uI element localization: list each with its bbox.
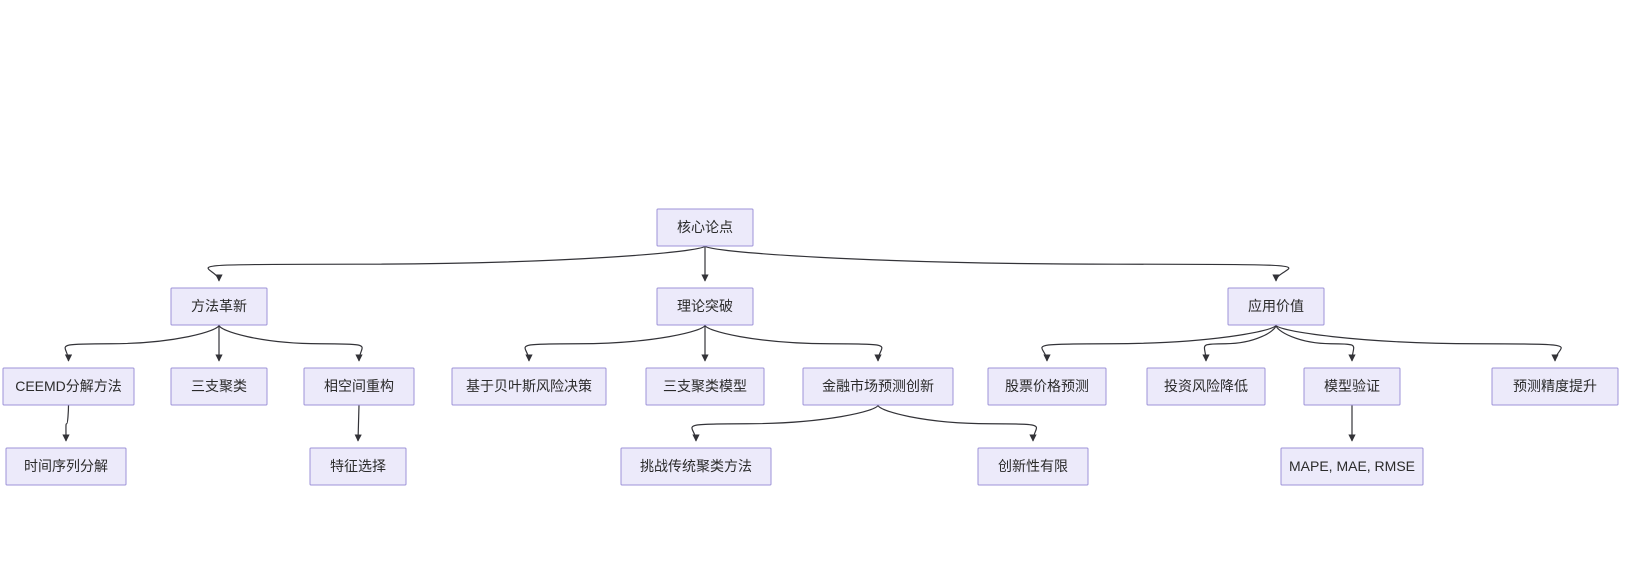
- edge-l1a-to-l2c: [218, 324, 363, 362]
- node-box-l2g[interactable]: [987, 367, 1107, 406]
- edge-l2c-to-l3b: [354, 404, 362, 442]
- node-l2d[interactable]: 基于贝叶斯风险决策: [451, 367, 607, 406]
- node-l2a[interactable]: CEEMD分解方法: [2, 367, 135, 406]
- edge-l2a-to-l3a: [62, 404, 70, 442]
- node-box-l2f[interactable]: [802, 367, 954, 406]
- node-l3a[interactable]: 时间序列分解: [5, 447, 127, 486]
- node-root[interactable]: 核心论点: [656, 208, 754, 247]
- node-box-l2b[interactable]: [170, 367, 268, 406]
- node-box-l2j[interactable]: [1491, 367, 1619, 406]
- node-l3c[interactable]: 挑战传统聚类方法: [620, 447, 772, 486]
- edge-l1c-to-l2j: [1275, 324, 1562, 362]
- node-l1a[interactable]: 方法革新: [170, 287, 268, 326]
- node-box-l3d[interactable]: [977, 447, 1089, 486]
- node-box-l3b[interactable]: [309, 447, 407, 486]
- node-l2i[interactable]: 模型验证: [1303, 367, 1401, 406]
- node-l3b[interactable]: 特征选择: [309, 447, 407, 486]
- edge-l1a-to-l2a: [64, 324, 220, 362]
- node-l2f[interactable]: 金融市场预测创新: [802, 367, 954, 406]
- node-l2j[interactable]: 预测精度提升: [1491, 367, 1619, 406]
- node-box-l2i[interactable]: [1303, 367, 1401, 406]
- node-layer: 核心论点方法革新 理论突破 应用价值 CEEMD分解方法三支聚类相空间重构基于贝叶斯风…: [2, 208, 1619, 486]
- node-l2h[interactable]: 投资风险降低: [1146, 367, 1266, 406]
- edge-layer: [62, 245, 1562, 442]
- node-box-l2h[interactable]: [1146, 367, 1266, 406]
- node-box-l2c[interactable]: [303, 367, 415, 406]
- node-box-l2d[interactable]: [451, 367, 607, 406]
- node-box-l1b[interactable]: [656, 287, 754, 326]
- node-box-l1c[interactable]: [1227, 287, 1325, 326]
- node-l3e[interactable]: MAPE, MAE, RMSE: [1280, 447, 1424, 486]
- edge-l1c-to-l2g: [1041, 324, 1277, 362]
- node-box-l2a[interactable]: [2, 367, 135, 406]
- node-l2c[interactable]: 相空间重构: [303, 367, 415, 406]
- node-l1c[interactable]: 应用价值: [1227, 287, 1325, 326]
- edge-l2f-to-l3d: [877, 404, 1037, 442]
- node-l2e[interactable]: 三支聚类模型: [645, 367, 765, 406]
- edge-l1b-to-l2d: [524, 324, 706, 362]
- node-box-l2e[interactable]: [645, 367, 765, 406]
- node-box-root[interactable]: [656, 208, 754, 247]
- node-box-l1a[interactable]: [170, 287, 268, 326]
- node-l2g[interactable]: 股票价格预测: [987, 367, 1107, 406]
- edge-root-to-l1a: [207, 245, 706, 282]
- edge-l1c-to-l2i: [1275, 324, 1356, 362]
- node-box-l3e[interactable]: [1280, 447, 1424, 486]
- edge-l1c-to-l2h: [1202, 324, 1277, 362]
- node-l2b[interactable]: 三支聚类: [170, 367, 268, 406]
- edge-root-to-l1c: [704, 245, 1290, 282]
- node-box-l3c[interactable]: [620, 447, 772, 486]
- node-l1b[interactable]: 理论突破: [656, 287, 754, 326]
- node-box-l3a[interactable]: [5, 447, 127, 486]
- node-l3d[interactable]: 创新性有限: [977, 447, 1089, 486]
- edge-l1b-to-l2f: [704, 324, 883, 362]
- edge-l2f-to-l3c: [691, 404, 879, 442]
